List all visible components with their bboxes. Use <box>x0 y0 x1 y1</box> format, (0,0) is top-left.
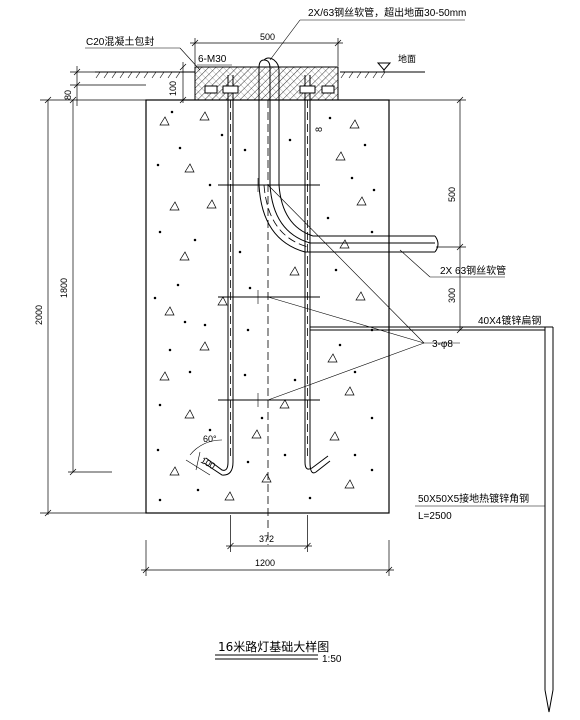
rebar-label: 3-φ8 <box>432 339 453 350</box>
dim-2000 <box>40 96 146 517</box>
angle-length-label: L=2500 <box>418 511 452 522</box>
dim-80-label: 80 <box>63 90 73 100</box>
ground-line <box>95 62 425 79</box>
dim-100 <box>179 62 187 104</box>
pipe-top-leader <box>269 19 301 61</box>
dim-300-right-label: 300 <box>447 288 457 303</box>
dim-500-right-label: 500 <box>447 187 457 202</box>
dim-500-top-label: 500 <box>260 32 275 42</box>
anchor-bolt-right <box>304 75 331 474</box>
bolt-label: 6-M30 <box>198 54 227 65</box>
drawing-title: 16米路灯基础大样图 <box>218 639 329 654</box>
concrete-texture <box>153 110 376 502</box>
bolt-nuts <box>204 85 335 94</box>
dim-1800-label: 1800 <box>59 278 69 298</box>
dim-500-top <box>190 38 343 66</box>
angle-steel <box>544 326 554 713</box>
pipe-top-label: 2X/63钢丝软管，超出地面30-50mm <box>308 6 466 19</box>
pipe-side-leader <box>399 249 431 278</box>
dim-2000-label: 2000 <box>34 305 44 325</box>
c20-leader <box>179 47 201 71</box>
dim-372 <box>226 515 312 552</box>
steel-pipe <box>258 57 439 253</box>
dim-372-label: 372 <box>259 534 274 544</box>
dim-1200 <box>141 540 394 576</box>
dim-right <box>389 96 466 334</box>
ground-label: 地面 <box>398 53 416 64</box>
pipe-side-label: 2X 63钢丝软管 <box>440 264 506 277</box>
dim-1200-label: 1200 <box>255 558 275 568</box>
concrete-cap <box>194 66 339 101</box>
angle-steel-label: 50X50X5接地热镀锌角钢 <box>418 492 529 505</box>
c20-label: C20混凝土包封 <box>86 35 154 48</box>
dim-100-label: 100 <box>168 81 178 96</box>
rebar-leaders <box>267 184 460 401</box>
foundation-block <box>145 99 390 514</box>
dim-1800 <box>68 96 112 476</box>
angle-60-label: 60° <box>203 434 217 444</box>
drawing-scale: 1:50 <box>322 654 342 665</box>
rebar-8-label: 8 <box>314 127 324 132</box>
flat-steel-label: 40X4镀锌扁钢 <box>478 314 541 327</box>
dim-80 <box>70 66 146 106</box>
title-block <box>215 654 318 660</box>
